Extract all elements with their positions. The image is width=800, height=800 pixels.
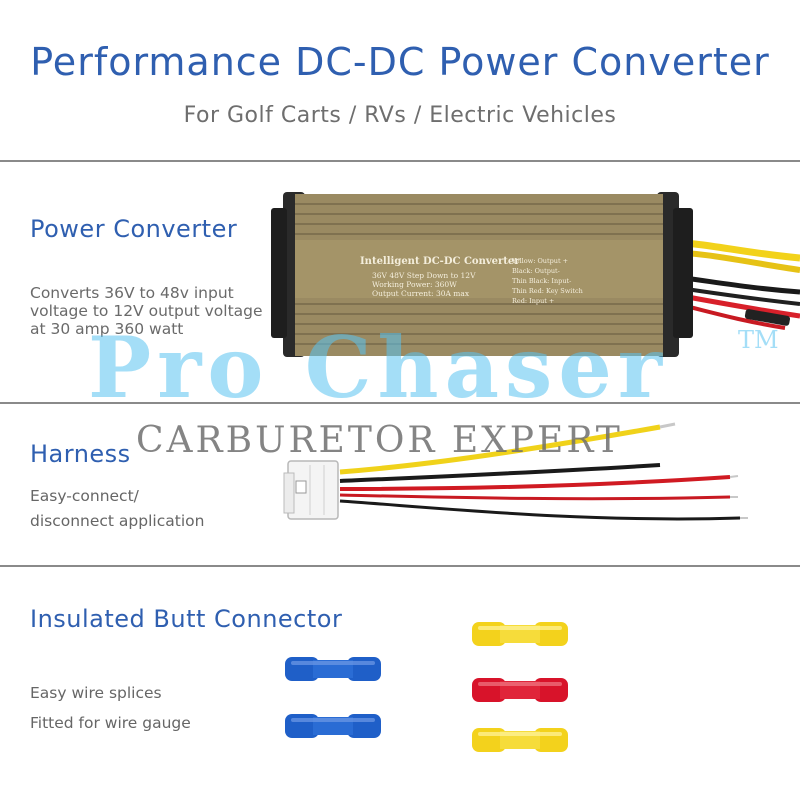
- description-line: at 30 amp 360 watt: [30, 320, 184, 338]
- section-title-harness: Harness: [30, 440, 131, 468]
- section-description-power-converter: Converts 36V to 48v input voltage to 12V…: [30, 284, 263, 338]
- converter-wire-line: Yellow: Output +: [512, 257, 569, 265]
- watermark-tm: TM: [738, 326, 779, 354]
- description-line: voltage to 12V output voltage: [30, 302, 263, 320]
- converter-spec-line: Output Current: 30A max: [372, 289, 470, 298]
- red-butt-connector: [472, 678, 568, 702]
- converter-wire-line: Thin Black: Input-: [512, 277, 572, 285]
- watermark-tagline: CARBURETOR EXPERT: [136, 420, 623, 461]
- yellow-butt-connector-top: [472, 622, 568, 646]
- converter-spec-line: Working Power: 360W: [372, 280, 457, 289]
- page-subtitle: For Golf Carts / RVs / Electric Vehicles: [183, 103, 617, 128]
- converter-wire-line: Black: Output-: [512, 267, 560, 275]
- power-converter-image: [271, 192, 800, 357]
- divider-top: [0, 160, 800, 162]
- converter-spec-line: 36V 48V Step Down to 12V: [372, 271, 476, 280]
- harness-image: [283, 422, 748, 521]
- description-line: Easy-connect/: [30, 487, 139, 505]
- watermark-brand: Pro Chaser: [88, 318, 669, 417]
- section-title-butt-connector: Insulated Butt Connector: [30, 605, 343, 633]
- blue-butt-connector-bottom: [285, 714, 381, 738]
- yellow-butt-connector-bottom: [472, 728, 568, 752]
- description-line: Easy wire splices: [30, 684, 162, 702]
- converter-label-specs: 36V 48V Step Down to 12V Working Power: …: [372, 271, 476, 298]
- page-title: Performance DC-DC Power Converter: [30, 40, 770, 84]
- divider-middle: [0, 402, 800, 404]
- converter-label-wires: Yellow: Output + Black: Output- Thin Bla…: [512, 256, 583, 306]
- converter-wire-line: Red: Input +: [512, 297, 555, 305]
- section-description-harness: Easy-connect/ disconnect application: [30, 484, 204, 534]
- divider-bottom: [0, 565, 800, 567]
- converter-wire-line: Thin Red: Key Switch: [512, 287, 583, 295]
- description-line: Fitted for wire gauge: [30, 714, 191, 732]
- description-line: Converts 36V to 48v input: [30, 284, 234, 302]
- description-line: disconnect application: [30, 512, 205, 530]
- converter-label-heading: Intelligent DC-DC Converter: [360, 256, 520, 267]
- blue-butt-connector-top: [285, 657, 381, 681]
- section-description-butt-connector: Easy wire splices Fitted for wire gauge: [30, 681, 191, 736]
- section-title-power-converter: Power Converter: [30, 215, 238, 243]
